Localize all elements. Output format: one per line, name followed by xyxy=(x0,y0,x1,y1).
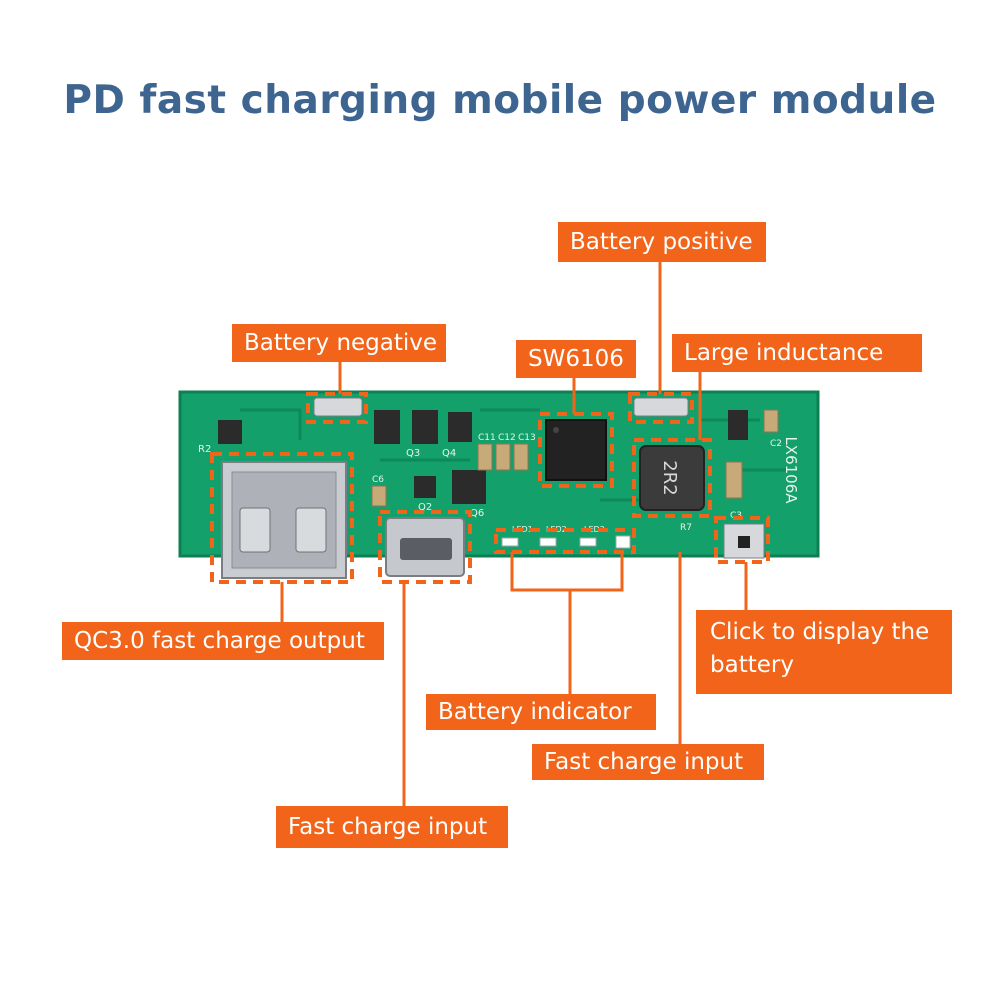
battery-positive-pad xyxy=(633,397,689,417)
mosfet-chip xyxy=(412,410,438,444)
highlight-usb-output xyxy=(210,452,354,584)
mosfet-chip xyxy=(218,420,242,444)
silkscreen-label: LED3 xyxy=(584,525,605,534)
callout-sw6106: SW6106 xyxy=(516,340,636,378)
leader-lines xyxy=(280,262,748,806)
highlight-battery-positive xyxy=(628,392,694,424)
mosfet-chip xyxy=(448,412,472,442)
led-indicator xyxy=(539,537,557,547)
highlight-button xyxy=(714,516,770,564)
mosfet-chip xyxy=(414,476,436,498)
silkscreen-label: Q4 xyxy=(442,448,456,459)
callout-battery-positive: Battery positive xyxy=(558,222,766,262)
highlight-inductor xyxy=(632,438,712,518)
silkscreen-label: C12 xyxy=(498,433,516,443)
page-title: PD fast charging mobile power module xyxy=(63,78,937,123)
silkscreen-label: C2 xyxy=(770,439,782,449)
silkscreen-label: Q2 xyxy=(418,502,432,513)
led-indicator xyxy=(615,535,631,549)
led-indicator xyxy=(579,537,597,547)
callout-fast-charge-input-left: Fast charge input xyxy=(276,806,508,848)
silkscreen-label: C11 xyxy=(478,433,496,443)
callout-battery-indicator: Battery indicator xyxy=(426,694,656,730)
highlight-leds xyxy=(494,528,636,554)
highlight-micro-usb xyxy=(378,510,472,584)
mosfet-chip xyxy=(374,410,400,444)
highlight-boxes xyxy=(210,392,770,584)
silkscreen-label: C6 xyxy=(372,475,384,485)
highlight-sw6106 xyxy=(538,412,614,488)
led-indicator xyxy=(501,537,519,547)
callout-click-display-line2: battery xyxy=(710,652,794,678)
callout-large-inductance: Large inductance xyxy=(672,334,922,372)
silkscreen-label: C13 xyxy=(518,433,536,443)
inductor xyxy=(639,445,705,511)
highlight-battery-negative xyxy=(306,392,368,424)
callout-battery-negative: Battery negative xyxy=(232,324,446,362)
callout-click-display: Click to display the battery xyxy=(696,610,952,694)
silkscreen-label: Q3 xyxy=(406,448,420,459)
board-model-text: LX6106A xyxy=(782,436,800,504)
callout-qc-output: QC3.0 fast charge output xyxy=(62,622,384,660)
silkscreen-label: R7 xyxy=(680,523,692,533)
battery-negative-pad xyxy=(313,397,363,417)
callout-click-display-line1: Click to display the xyxy=(710,619,930,645)
silkscreen-label: R2 xyxy=(198,444,211,455)
silkscreen-label: Q6 xyxy=(470,508,484,519)
inductor-text: 2R2 xyxy=(659,460,680,495)
callout-fast-charge-input-right: Fast charge input xyxy=(532,744,764,780)
mosfet-chip xyxy=(452,470,486,504)
